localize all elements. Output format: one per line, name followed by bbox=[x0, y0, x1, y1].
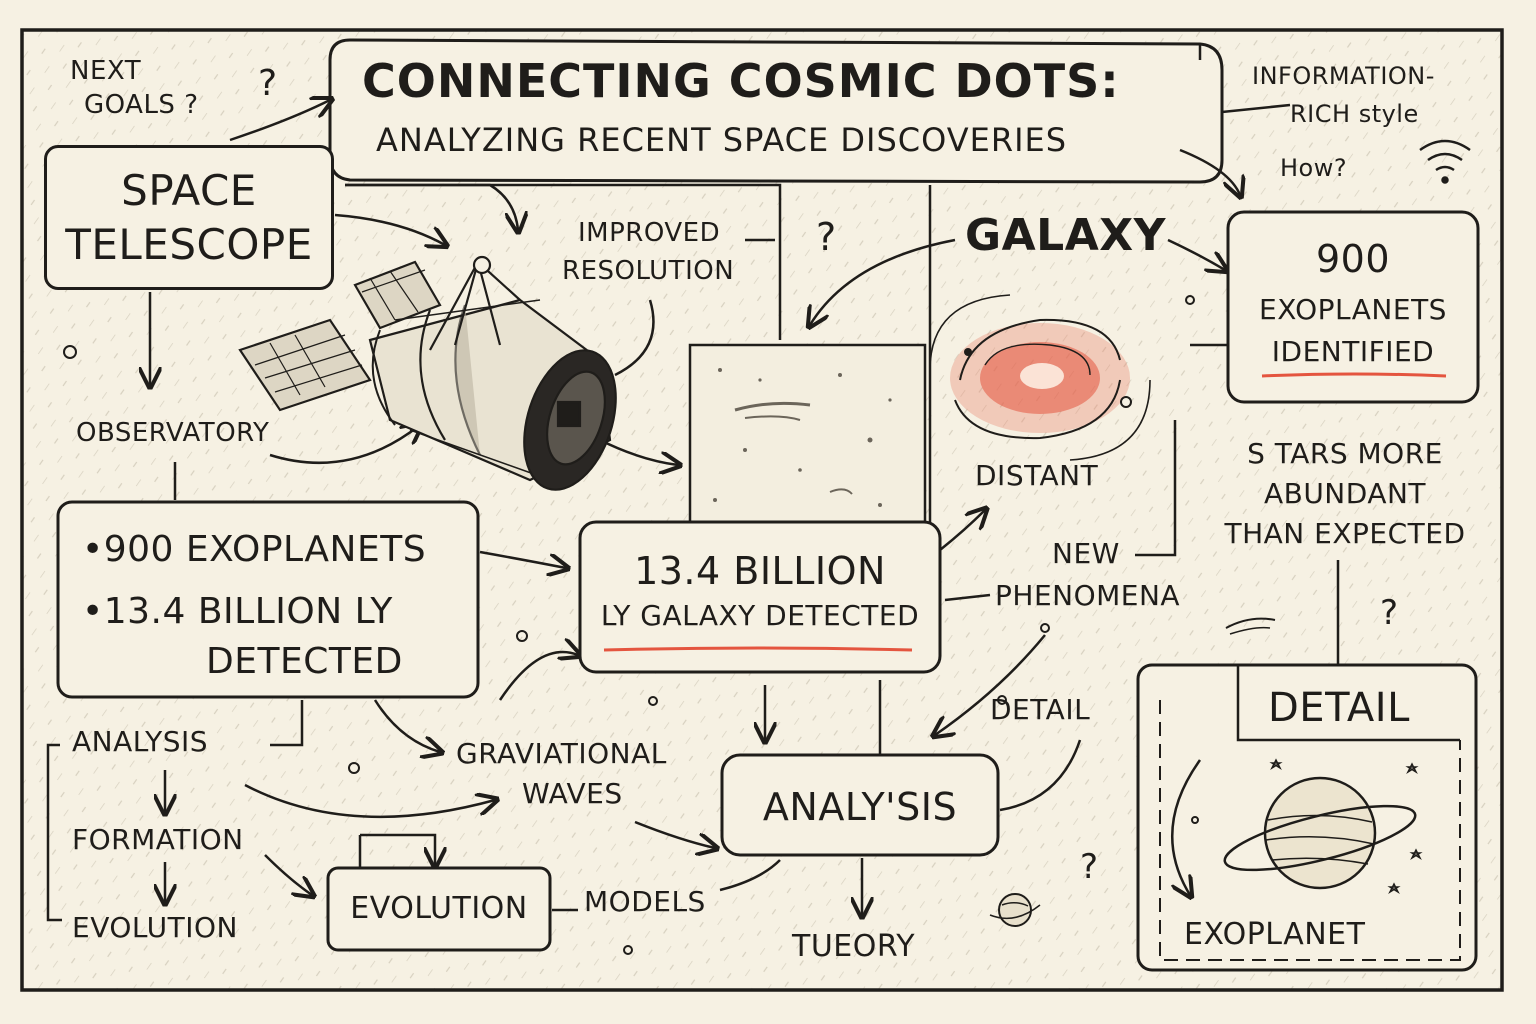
space-telescope-label-2: TELESCOPE bbox=[65, 220, 313, 269]
analysis-box-label: ANALY'SIS bbox=[762, 785, 958, 829]
new-label: NEW bbox=[1052, 537, 1120, 570]
analysis-box bbox=[720, 753, 1000, 857]
evolution-box-label: EVOLUTION bbox=[350, 891, 528, 926]
bottom-question: ? bbox=[1080, 847, 1099, 887]
waves-label: WAVES bbox=[522, 777, 623, 810]
resolution-label: RESOLUTION bbox=[562, 256, 735, 286]
spiral-galaxy-icon bbox=[929, 294, 1151, 461]
exoplanets-label: EXOPLANETS bbox=[1259, 293, 1447, 326]
evolution-small-label: EVOLUTION bbox=[72, 911, 238, 944]
detail-mid-label: DETAIL bbox=[990, 693, 1091, 726]
space-telescope-icon bbox=[238, 255, 617, 491]
galaxy-label: GALAXY bbox=[965, 210, 1167, 261]
tueory-label: TUEORY bbox=[792, 929, 916, 964]
graviational-label: GRAVIATIONAL bbox=[456, 737, 667, 770]
galaxy-detected-line1: 13.4 BILLION bbox=[634, 549, 886, 593]
galaxy-detected-line2: LY GALAXY DETECTED bbox=[600, 599, 920, 632]
space-telescope-box bbox=[44, 145, 334, 290]
corner-note-information: INFORMATION- bbox=[1252, 62, 1435, 90]
image-panel bbox=[688, 343, 927, 527]
right-question: ? bbox=[1380, 593, 1399, 633]
ringed-planet-icon bbox=[1223, 758, 1423, 895]
small-planet-icon bbox=[989, 893, 1041, 927]
summary-bullet-billion: •13.4 BILLION LY bbox=[82, 591, 393, 632]
distant-label: DISTANT bbox=[975, 459, 1099, 492]
exoplanets-count: 900 bbox=[1315, 237, 1391, 281]
space-telescope-label-1: SPACE bbox=[121, 166, 257, 215]
analysis-small-label: ANALYSIS bbox=[72, 725, 209, 758]
wifi-signal-icon bbox=[1419, 139, 1471, 184]
summary-bullet-exoplanets: •900 EXOPLANETS bbox=[82, 529, 427, 570]
stars-label-1: S TARS MORE bbox=[1247, 437, 1443, 470]
corner-note-question: ? bbox=[258, 63, 278, 104]
corner-note-rich-style: RICH style bbox=[1290, 100, 1419, 128]
page-title: CONNECTING COSMIC DOTS: bbox=[362, 54, 1120, 108]
exoplanet-label: EXOPLANET bbox=[1184, 917, 1366, 952]
galaxy-question: ? bbox=[816, 215, 837, 259]
models-label: MODELS bbox=[584, 885, 706, 918]
improved-label: IMPROVED bbox=[578, 218, 721, 248]
summary-box bbox=[56, 500, 480, 699]
stars-label-3: THAN EXPECTED bbox=[1224, 517, 1466, 550]
galaxy-detected-box bbox=[578, 520, 942, 674]
identified-label: IDENTIFIED bbox=[1271, 335, 1435, 368]
corner-note-goals: GOALS ? bbox=[84, 90, 199, 120]
title-bubble bbox=[328, 38, 1224, 184]
corner-note-how: How? bbox=[1280, 154, 1348, 182]
observatory-label: OBSERVATORY bbox=[76, 418, 270, 448]
corner-note-next: NEXT bbox=[70, 56, 142, 86]
detail-box-label: DETAIL bbox=[1268, 685, 1410, 731]
page-subtitle: ANALYZING RECENT SPACE DISCOVERIES bbox=[376, 121, 1068, 159]
summary-detected: DETECTED bbox=[206, 641, 403, 682]
outer-frame bbox=[20, 28, 1504, 992]
phenomena-label: PHENOMENA bbox=[995, 579, 1181, 612]
formation-label: FORMATION bbox=[72, 823, 244, 856]
evolution-box bbox=[326, 866, 552, 952]
exoplanets-box bbox=[1226, 210, 1480, 404]
stars-label-2: ABUNDANT bbox=[1263, 477, 1427, 510]
